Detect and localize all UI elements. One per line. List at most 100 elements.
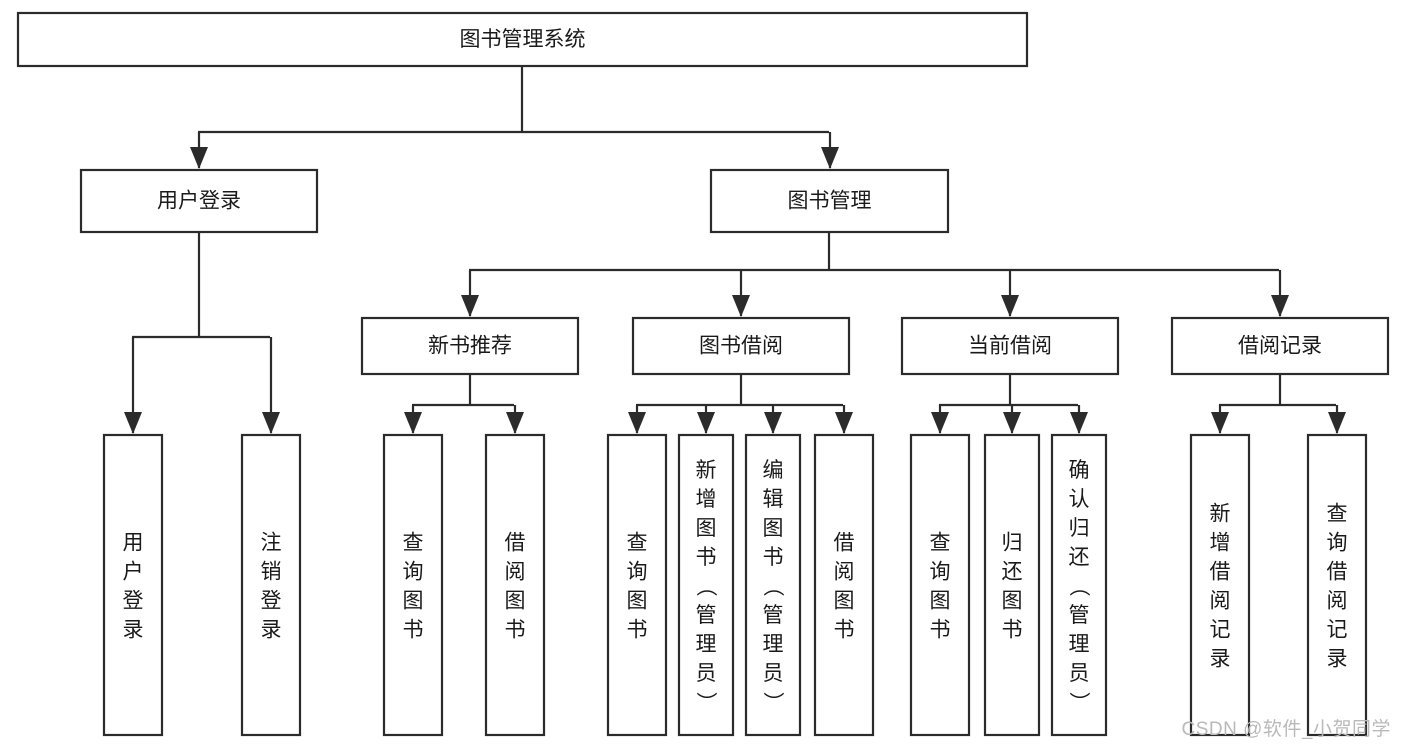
node-label-char: 借	[1210, 561, 1231, 584]
node-label-char: 书	[763, 546, 784, 569]
node-label-char: 书	[834, 619, 855, 642]
arrow-head-icon	[124, 412, 142, 434]
node-leaf-user-login[interactable]: 用户登录	[102, 433, 164, 737]
node-label-char: 辑	[763, 488, 784, 511]
node-book-mgmt[interactable]: 图书管理	[709, 168, 950, 234]
node-box-leaf-user-login[interactable]	[102, 433, 164, 737]
node-label-char: ）	[1067, 692, 1090, 713]
node-box-leaf-query-record[interactable]	[1306, 433, 1368, 737]
node-box-leaf-query-book-rec[interactable]	[382, 433, 444, 737]
node-label-char: 书	[1002, 619, 1023, 642]
node-label-char: 书	[930, 619, 951, 642]
node-label-char: 确	[1069, 459, 1090, 482]
node-label-book-borrow: 图书借阅	[699, 335, 783, 358]
node-box-leaf-borrow-book-rec[interactable]	[484, 433, 546, 737]
node-label-char: 阅	[505, 561, 526, 584]
node-label-char: 归	[1069, 517, 1090, 540]
arrow-head-icon	[190, 147, 208, 169]
arrow-head-icon	[697, 412, 715, 434]
node-box-leaf-return-book[interactable]	[983, 433, 1041, 737]
node-box-leaf-query-book[interactable]	[606, 433, 668, 737]
node-label-char: 阅	[1327, 590, 1348, 613]
node-label-char: 还	[1069, 546, 1090, 569]
arrow-head-icon	[1211, 412, 1229, 434]
node-label-char: 借	[834, 532, 855, 555]
arrow-head-icon	[931, 412, 949, 434]
node-box-book-mgmt[interactable]	[709, 168, 950, 234]
node-label-char: 询	[930, 561, 951, 584]
node-box-leaf-add-book[interactable]	[677, 433, 735, 737]
node-label-char: 归	[1002, 532, 1023, 555]
node-label-char: 记	[1210, 619, 1231, 642]
node-label-char: 书	[627, 619, 648, 642]
node-label-char: 认	[1069, 488, 1090, 511]
node-borrow-record[interactable]: 借阅记录	[1170, 316, 1390, 376]
node-label-char: 录	[1327, 648, 1348, 671]
node-book-borrow[interactable]: 图书借阅	[631, 316, 851, 376]
node-user-login[interactable]: 用户登录	[79, 168, 319, 234]
node-label-char: 录	[1210, 648, 1231, 671]
node-label-char: 用	[123, 532, 144, 555]
node-label-char: ）	[761, 692, 784, 713]
node-label-char: 图	[505, 590, 526, 613]
arrow-head-icon	[628, 412, 646, 434]
node-label-char: 管	[1069, 604, 1090, 627]
node-label-char: 书	[403, 619, 424, 642]
node-label-char: 查	[627, 532, 648, 555]
arrow-head-icon	[461, 295, 479, 317]
node-label-char: 新	[696, 459, 717, 482]
arrow-head-icon	[732, 295, 750, 317]
node-root[interactable]: 图书管理系统	[16, 11, 1029, 68]
node-box-leaf-logout[interactable]	[240, 433, 302, 737]
node-label-char: 理	[696, 633, 717, 656]
node-current-borrow[interactable]: 当前借阅	[900, 316, 1120, 376]
arrow-head-icon	[1003, 412, 1021, 434]
node-label-char: 登	[123, 590, 144, 613]
node-label-char: 借	[505, 532, 526, 555]
node-box-root[interactable]	[16, 11, 1029, 68]
node-label-char: 录	[261, 619, 282, 642]
node-label-char: 增	[696, 488, 717, 511]
node-box-leaf-confirm-return[interactable]	[1050, 433, 1108, 737]
node-box-leaf-borrow-book[interactable]	[813, 433, 875, 737]
node-label-char: 询	[627, 561, 648, 584]
node-label-char: 借	[1327, 561, 1348, 584]
node-box-current-borrow[interactable]	[900, 316, 1120, 376]
node-label-char: 书	[696, 546, 717, 569]
node-box-leaf-edit-book[interactable]	[744, 433, 802, 737]
node-label-current-borrow: 当前借阅	[968, 335, 1052, 358]
node-box-book-borrow[interactable]	[631, 316, 851, 376]
node-box-borrow-record[interactable]	[1170, 316, 1390, 376]
node-box-leaf-query-book-cur[interactable]	[909, 433, 971, 737]
node-label-char: （	[1067, 576, 1090, 597]
node-label-char: 查	[930, 532, 951, 555]
node-label-char: 管	[696, 604, 717, 627]
node-label-char: 图	[834, 590, 855, 613]
node-new-book-rec[interactable]: 新书推荐	[360, 316, 580, 376]
node-label-user-login: 用户登录	[157, 190, 241, 213]
node-box-leaf-add-record[interactable]	[1189, 433, 1251, 737]
node-box-new-book-rec[interactable]	[360, 316, 580, 376]
arrow-head-icon	[835, 412, 853, 434]
node-label-char: 询	[403, 561, 424, 584]
node-label-char: 员	[696, 662, 717, 685]
node-label-char: 户	[123, 561, 144, 584]
node-label-char: 还	[1002, 561, 1023, 584]
node-label-char: 阅	[1210, 590, 1231, 613]
node-box-user-login[interactable]	[79, 168, 319, 234]
arrow-head-icon	[1001, 295, 1019, 317]
